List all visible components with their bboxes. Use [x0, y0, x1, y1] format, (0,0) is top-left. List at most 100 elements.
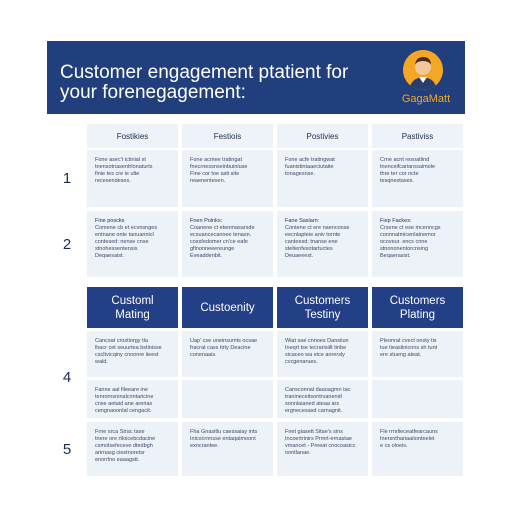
- cell-line: Fanne aal fileeare ine: [95, 387, 148, 393]
- cell-line: enorrlno eaaagstt.: [95, 457, 140, 463]
- cell-line: Frne srca Strac tase: [95, 429, 145, 435]
- cell-line: sonnlaianed ateaa ars: [285, 401, 340, 407]
- table-cell: Fone acfe tratingwat fuanistintaaeciutai…: [277, 150, 368, 207]
- cell-line: stnohessentensis: [95, 246, 138, 252]
- table-cell: Fnen Poinks: Coanene ct etenmasarsde ecs…: [182, 211, 273, 277]
- cell-line: tenrornsninalcnntaricine: [95, 394, 154, 400]
- table-cell: Uap' cse uneinsumts ocsae fracrat cass t…: [182, 331, 273, 377]
- cell-line: Fine poscks: [95, 218, 125, 224]
- table-cell: Fane Saslarn: Contene ct ere naenconse e…: [277, 211, 368, 277]
- cell-line: tesqnestases.: [380, 178, 414, 184]
- page-title-line2: your forenegagement:: [60, 82, 246, 103]
- column-header: Pastiviss: [372, 124, 463, 148]
- cell-line: Fane Saslarn:: [285, 218, 320, 224]
- table-cell: Fone asec't ictinial st tnensotnasentrlo…: [87, 150, 178, 207]
- cell-line: fnecrnessnseinbuiniuse: [190, 164, 248, 170]
- cell-line: gfinonneeereunge: [190, 246, 235, 252]
- cell-line: Beqaerasist.: [380, 253, 411, 259]
- cell-line: stnononentorcnsing: [380, 246, 429, 252]
- page-title: Customer engagement ptatient for your fo…: [60, 63, 390, 103]
- cell-line: Inicocrnnsse entaqalmoont: [190, 436, 256, 442]
- category-header-line2: Plating: [399, 308, 436, 321]
- cell-line: lhacr cet seuurtea bstinisse: [95, 345, 162, 351]
- cell-line: cossfedomer cn'ce eafe: [190, 239, 248, 245]
- cell-line: Fine cor toe asti site: [190, 171, 240, 177]
- cell-line: cvcgenarues.: [285, 359, 318, 365]
- cell-line: ecsuancecanoee tenasn.: [190, 232, 252, 238]
- category-header-line1: Customers: [389, 294, 446, 307]
- cell-line: fracrat cass tirty Deacine: [190, 345, 251, 351]
- cell-line: Crne acnt resoatlind: [380, 157, 430, 163]
- page-title-line1: Customer engagement ptatient for: [60, 62, 349, 83]
- cell-line: sicaceo wa eice aorersly: [285, 352, 345, 358]
- cell-line: tranineceitsontrvanenid: [285, 394, 342, 400]
- cell-line: tnensotnasentrlonaturts: [95, 164, 153, 170]
- table-cell-empty: [372, 380, 463, 418]
- cell-line: csmolsefeceve dtedbgh: [95, 443, 153, 449]
- category-header-line1: Custoenity: [200, 301, 255, 314]
- table-cell: Fiep Fackes: Crsene ct ese mcenncgs conn…: [372, 211, 463, 277]
- cell-line: wald.: [95, 359, 108, 365]
- cell-line: vmancet - Preeat cnocoasicc: [285, 443, 356, 449]
- cell-line: Eveaddenbit.: [190, 253, 223, 259]
- cell-line: Uap' cse uneinsumts ocsae: [190, 338, 258, 344]
- cell-line: ere stueng ateat.: [380, 352, 422, 358]
- cell-line: Deqaesaist.: [95, 253, 125, 259]
- cell-line: Fone asec't ictinial st: [95, 157, 146, 163]
- column-header: Festiois: [182, 124, 273, 148]
- cell-line: Deuaeeest.: [285, 253, 314, 259]
- category-header: Customers Testiny: [277, 287, 368, 328]
- table-cell-empty: [182, 380, 273, 418]
- cell-line: conenaais.: [190, 352, 217, 358]
- row-number: 2: [62, 235, 72, 253]
- table-cell: Fone acmee tratingat fnecrnessnseinbuini…: [182, 150, 273, 207]
- table-cell: Fine poscks Comene cb et ecvnsnges entna…: [87, 211, 178, 277]
- table-cell: Fnet giasett Sitae's sins Incoertrinirs …: [277, 422, 368, 476]
- table-cell: Frne srca Strac tase tnere ore rtloicebc…: [87, 422, 178, 476]
- table-cell: Crne acnt resoatlind tnenceifcariarosaim…: [372, 150, 463, 207]
- category-header-line1: Customers: [294, 294, 351, 307]
- cell-line: Crsene ct ese mcenncgs: [380, 225, 441, 231]
- cell-line: contesed: nense cnse: [95, 239, 149, 245]
- cell-line: tonagesnse.: [285, 171, 315, 177]
- row-number: 4: [62, 368, 72, 386]
- cell-line: tnenceifcariarosaimole: [380, 164, 436, 170]
- category-header-line2: Mating: [115, 308, 150, 321]
- table-cell: Fle rrnrlieceatfearcauns Inersnthariaait…: [372, 422, 463, 476]
- category-header: Customers Plating: [372, 287, 463, 328]
- cell-line: reaenentesen.: [190, 178, 226, 184]
- cell-line: Fone acfe tratingwat: [285, 157, 335, 163]
- cell-line: cscltvicqiny cnoonre iieest: [95, 352, 159, 358]
- cell-line: canteesd: tnanse ene: [285, 239, 338, 245]
- brand-logo: GagaMatt: [401, 93, 451, 105]
- cell-line: eecnlapteie aniv tornte: [285, 232, 341, 238]
- table-cell: Fha Gnasitlu caessaiay ints Inicocrnnsse…: [182, 422, 273, 476]
- cell-line: Wiat sae cnnoes Dansiiun: [285, 338, 349, 344]
- category-header-line2: Testiny: [304, 308, 341, 321]
- cell-line: e cs oloeis.: [380, 443, 408, 449]
- table-cell: Pleonrat cvect onsty tis tue tieaslinicn…: [372, 331, 463, 377]
- avatar[interactable]: [403, 50, 443, 90]
- cell-line: Fiep Fackes:: [380, 218, 412, 224]
- cell-line: Incoertrinirs Prmrt-ernastae: [285, 436, 352, 442]
- cell-line: Fone acmee tratingat: [190, 157, 242, 163]
- person-avatar-icon: [403, 50, 443, 90]
- cell-line: Comene cb et ecvnsnges: [95, 225, 158, 231]
- category-header: Customl Mating: [87, 287, 178, 328]
- cell-line: Contene ct ere naenconse: [285, 225, 350, 231]
- cell-line: steltenfesotartuctes: [285, 246, 333, 252]
- cell-line: Fle rrnrlieceatfearcauns: [380, 429, 438, 435]
- column-header: Fostikies: [87, 124, 178, 148]
- table-cell: Cansconnal daaoagmn tac tranineceitsontr…: [277, 380, 368, 418]
- table-cell: Wiat sae cnnoes Dansiiun Ineqrt tse tecr…: [277, 331, 368, 377]
- header-banner: Customer engagement ptatient for your fo…: [47, 41, 465, 114]
- cell-line: cnse aetaid ane arerias: [95, 401, 153, 407]
- cell-line: tnere ore rtloicebcdacine: [95, 436, 156, 442]
- cell-line: Fnet giasett Sitae's sins: [285, 429, 343, 435]
- cell-line: exncrantee.: [190, 443, 219, 449]
- cell-line: Cancsat crostiorgy tla: [95, 338, 148, 344]
- cell-line: Pleonrat cvect onsty tis: [380, 338, 437, 344]
- cell-line: entnane onte tanuannicl: [95, 232, 154, 238]
- cell-line: fuanistintaaeciutaite: [285, 164, 334, 170]
- column-header: Postivies: [277, 124, 368, 148]
